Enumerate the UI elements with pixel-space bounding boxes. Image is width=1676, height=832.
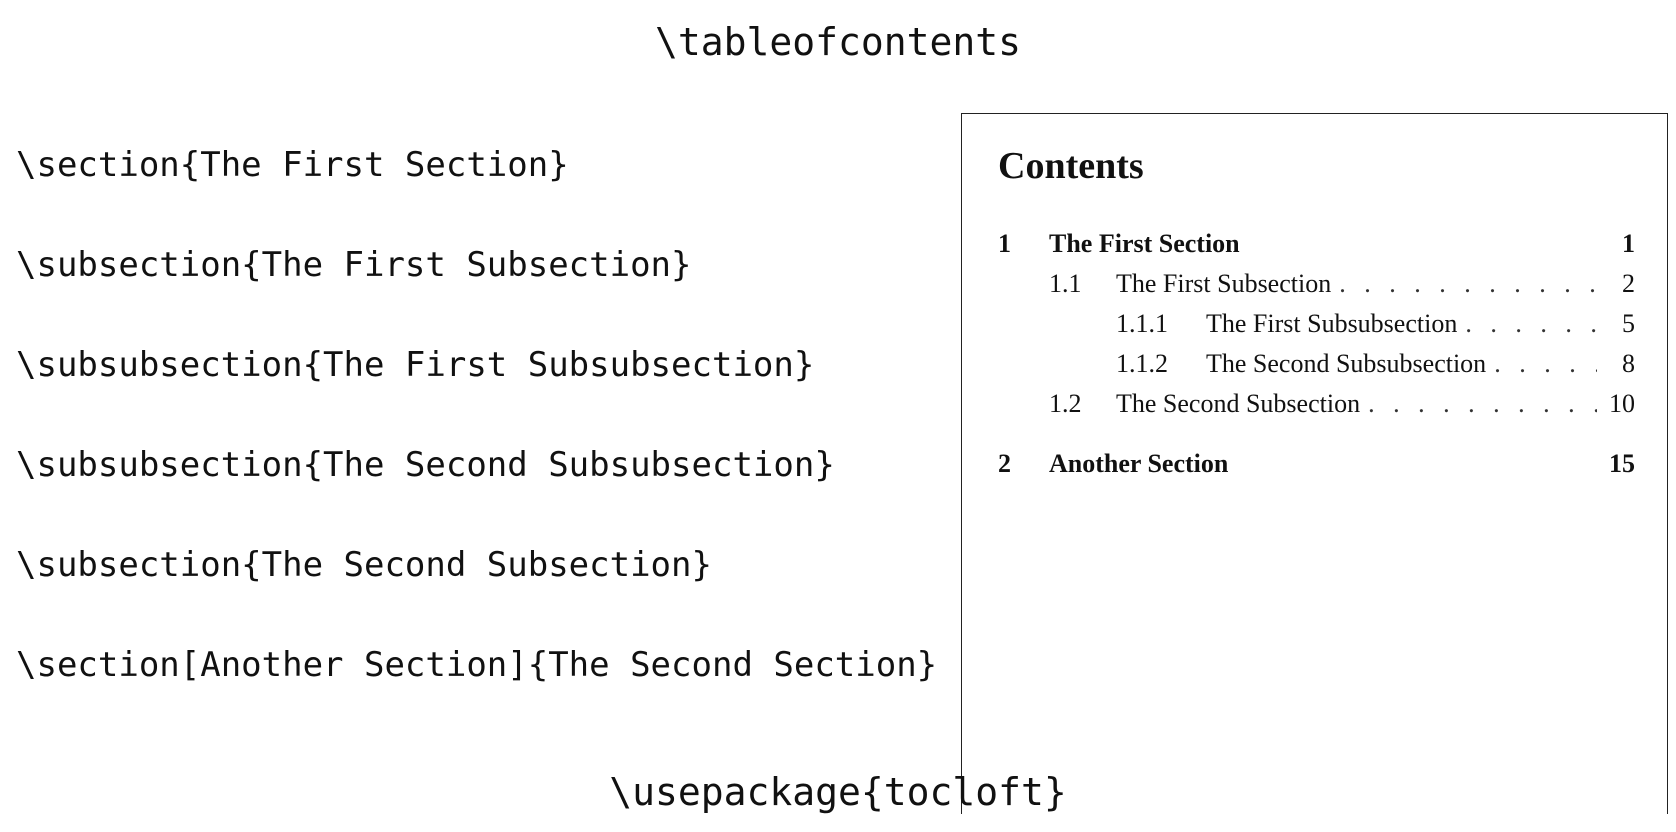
toc-entry-page: 5 [1622,309,1635,338]
toc-preview-panel: Contents 1 The First Section 1 1.1 The F… [961,113,1668,814]
source-line-subsection-1: \subsection{The First Subsection} [16,245,692,285]
toc-dot-leader: . . . . . . . . . . . . . . . . . . . . … [1494,349,1597,378]
toc-entry-number: 1 [998,229,1011,258]
toc-dot-leader: . . . . . . . . . . . . . . . . . . . . … [1339,269,1597,298]
toc-entry-subsection-1-1: 1.1 The First Subsection . . . . . . . .… [1049,267,1635,301]
toc-entry-section-1: 1 The First Section 1 [998,227,1635,261]
toc-entry-number: 1.1.1 [1116,309,1168,338]
toc-entry-number: 2 [998,449,1011,478]
tableofcontents-command: \tableofcontents [654,20,1022,64]
toc-entry-title: Another Section [1049,449,1229,478]
usepackage-command: \usepackage{tocloft} [609,770,1067,814]
toc-entry-number: 1.2 [1049,389,1082,418]
toc-entry-page: 8 [1622,349,1635,378]
toc-entry-title: The First Section [1049,229,1240,258]
toc-title: Contents [998,145,1144,187]
toc-entry-title: The First Subsection [1116,269,1332,298]
toc-entry-section-2: 2 Another Section 15 [998,447,1635,481]
toc-entry-title: The Second Subsubsection [1206,349,1487,378]
toc-entry-page: 2 [1622,269,1635,298]
source-line-subsection-2: \subsection{The Second Subsection} [16,545,712,585]
source-line-subsubsection-2: \subsubsection{The Second Subsubsection} [16,445,835,485]
toc-entry-subsubsection-1-1-1: 1.1.1 The First Subsubsection . . . . . … [1116,307,1635,341]
toc-entry-title: The First Subsubsection [1206,309,1458,338]
toc-entry-subsubsection-1-1-2: 1.1.2 The Second Subsubsection . . . . .… [1116,347,1635,381]
source-line-section-2: \section[Another Section]{The Second Sec… [16,645,938,685]
toc-entry-page: 10 [1609,389,1635,418]
toc-dot-leader: . . . . . . . . . . . . . . . . . . . . … [1368,389,1597,418]
toc-entry-title: The Second Subsection [1116,389,1361,418]
toc-dot-leader: . . . . . . . . . . . . . . . . . . . . … [1465,309,1597,338]
toc-entry-number: 1.1.2 [1116,349,1168,378]
source-line-subsubsection-1: \subsubsection{The First Subsubsection} [16,345,815,385]
toc-entry-subsection-1-2: 1.2 The Second Subsection . . . . . . . … [1049,387,1635,421]
toc-entry-page: 1 [1622,229,1635,258]
toc-entry-page: 15 [1609,449,1635,478]
toc-entry-number: 1.1 [1049,269,1082,298]
source-line-section-1: \section{The First Section} [16,145,569,185]
